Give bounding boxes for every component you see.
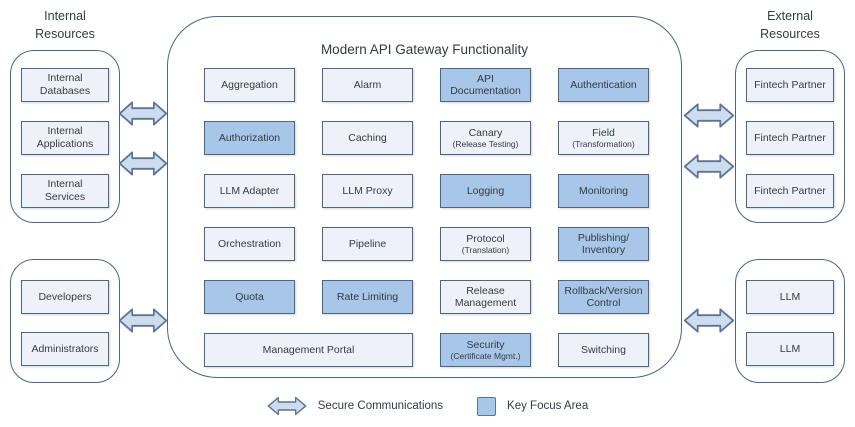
resource-box-label: Fintech Partner bbox=[754, 184, 826, 197]
secure-comm-arrow-icon bbox=[118, 151, 168, 176]
function-cell-sublabel: (Translation) bbox=[461, 244, 510, 255]
function-cell: Authentication bbox=[558, 68, 649, 102]
function-cell-label: Monitoring bbox=[578, 184, 629, 197]
function-cell: LLM Proxy bbox=[322, 174, 413, 208]
legend-focus-swatch-icon bbox=[477, 396, 497, 416]
function-cell: Alarm bbox=[322, 68, 413, 102]
function-cell: Quota bbox=[204, 280, 295, 314]
secure-comm-arrow-icon bbox=[683, 103, 735, 128]
function-cell: Field (Transformation) bbox=[558, 121, 649, 155]
function-cell: Caching bbox=[322, 121, 413, 155]
function-cell-label: Rate Limiting bbox=[336, 290, 399, 303]
function-cell: Monitoring bbox=[558, 174, 649, 208]
gateway-title: Modern API Gateway Functionality bbox=[320, 42, 529, 57]
function-cell-label: API Documentation bbox=[450, 72, 521, 97]
resource-box-label: Fintech Partner bbox=[754, 78, 826, 91]
resource-box-label: Developers bbox=[38, 290, 92, 303]
function-cell-label: LLM Proxy bbox=[342, 184, 393, 197]
function-cell-label: Management Portal bbox=[262, 343, 355, 356]
function-cell: Publishing/ Inventory bbox=[558, 227, 649, 261]
function-cell-sublabel: (Release Testing) bbox=[452, 138, 519, 149]
secure-comm-arrow-icon bbox=[118, 101, 168, 126]
function-cell-label: Orchestration bbox=[217, 237, 282, 250]
resource-box: Internal Services bbox=[21, 174, 109, 208]
external-llm-group: LLM LLM bbox=[735, 259, 845, 383]
resource-box-label: Internal Databases bbox=[39, 72, 91, 97]
function-cell-label: Release Management bbox=[454, 284, 517, 309]
function-cell-label: LLM Adapter bbox=[219, 184, 280, 197]
resource-box-label: LLM bbox=[779, 290, 801, 303]
secure-comm-arrow-icon bbox=[118, 308, 168, 333]
resource-box-label: LLM bbox=[779, 342, 801, 355]
resource-box-label: Internal Services bbox=[44, 178, 86, 203]
external-resources-title: External Resources bbox=[760, 9, 820, 41]
function-cell-label: Caching bbox=[348, 131, 387, 144]
function-cell: Switching bbox=[558, 333, 649, 367]
function-cell-label: Logging bbox=[466, 184, 505, 197]
function-cell: Logging bbox=[440, 174, 531, 208]
function-cell-label: Authentication bbox=[570, 78, 637, 91]
function-cell: Rate Limiting bbox=[322, 280, 413, 314]
resource-box: Administrators bbox=[21, 332, 109, 366]
gateway-container: Modern API Gateway Functionality Aggrega… bbox=[167, 16, 682, 378]
resource-box-label: Fintech Partner bbox=[754, 131, 826, 144]
function-cell: Release Management bbox=[440, 280, 531, 314]
external-resources-group: Fintech Partner Fintech Partner Fintech … bbox=[735, 50, 845, 223]
function-cell-label: Alarm bbox=[353, 78, 382, 91]
function-cell-label: Quota bbox=[235, 290, 264, 303]
function-cell-sublabel: (Transformation) bbox=[572, 138, 635, 149]
function-cell-label: Publishing/ Inventory bbox=[577, 231, 630, 256]
legend-focus-label: Key Focus Area bbox=[507, 400, 589, 412]
function-cell: Pipeline bbox=[322, 227, 413, 261]
function-cell: Authorization bbox=[204, 121, 295, 155]
legend-key-focus-area: Key Focus Area bbox=[477, 396, 589, 416]
function-cell-label: Rollback/Version Control bbox=[564, 284, 643, 309]
internal-resources-group: Internal Databases Internal Applications… bbox=[10, 50, 120, 223]
secure-comm-arrow-icon bbox=[683, 154, 735, 179]
resource-box-label: Administrators bbox=[31, 342, 99, 355]
function-cell: Canary (Release Testing) bbox=[440, 121, 531, 155]
legend: Secure Communications Key Focus Area bbox=[0, 393, 855, 419]
function-cell-label: Canary bbox=[468, 126, 503, 139]
function-cell: API Documentation bbox=[440, 68, 531, 102]
function-cell-label: Pipeline bbox=[348, 237, 387, 250]
function-cell: Protocol (Translation) bbox=[440, 227, 531, 261]
resource-box: Internal Applications bbox=[21, 121, 109, 155]
function-cell-label: Protocol bbox=[466, 232, 505, 245]
resource-box: Developers bbox=[21, 280, 109, 314]
resource-box: Fintech Partner bbox=[746, 68, 834, 102]
resource-box: Internal Databases bbox=[21, 68, 109, 102]
resource-box: LLM bbox=[746, 332, 834, 366]
resource-box: LLM bbox=[746, 280, 834, 314]
internal-resources-title: Internal Resources bbox=[35, 9, 95, 41]
function-cell-sublabel: (Certificate Mgmt.) bbox=[450, 350, 521, 361]
function-cell: Management Portal bbox=[204, 333, 413, 367]
legend-arrow-label: Secure Communications bbox=[317, 400, 444, 412]
function-cell: Security (Certificate Mgmt.) bbox=[440, 333, 531, 367]
resource-box-label: Internal Applications bbox=[36, 125, 94, 150]
resource-box: Fintech Partner bbox=[746, 121, 834, 155]
secure-comm-arrow-icon bbox=[683, 308, 735, 333]
function-cell-label: Switching bbox=[581, 343, 626, 356]
function-cell: LLM Adapter bbox=[204, 174, 295, 208]
resource-box: Fintech Partner bbox=[746, 174, 834, 208]
internal-users-group: Developers Administrators bbox=[10, 259, 120, 383]
legend-secure-communications: Secure Communications bbox=[267, 395, 443, 417]
function-cell: Aggregation bbox=[204, 68, 295, 102]
function-cell-label: Field bbox=[592, 126, 615, 139]
legend-arrow-icon bbox=[267, 396, 307, 416]
gateway-function-grid: Aggregation Alarm API Documentation Auth… bbox=[204, 68, 650, 367]
function-cell: Rollback/Version Control bbox=[558, 280, 649, 314]
function-cell: Orchestration bbox=[204, 227, 295, 261]
function-cell-label: Aggregation bbox=[221, 78, 278, 91]
function-cell-label: Security bbox=[466, 338, 505, 351]
function-cell-label: Authorization bbox=[218, 131, 281, 144]
